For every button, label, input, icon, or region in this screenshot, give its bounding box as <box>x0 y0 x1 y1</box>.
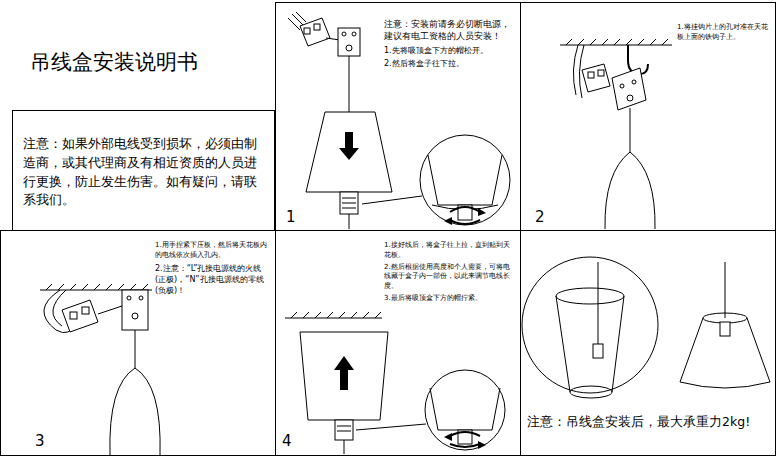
step-panel: 注意：安装前请务必切断电源，建议有电工资格的人员安装！ 1.先将吸顶盒下方的帽松开… <box>275 2 521 231</box>
step-text: 1.先将吸顶盒下方的帽松开。 <box>384 45 514 56</box>
load-warning: 注意：吊线盒安装后，最大承重力2kg! <box>527 413 771 431</box>
finished-figure <box>522 257 770 398</box>
step-panel: 1.将挂钩片上的孔对准在天花板上面的铁钩子上。 2 <box>520 2 776 231</box>
step-text: 2.然后根据使用高度和个人需要，可将电线藏于盒子内一部份，以此来调节电线长度。 <box>384 263 516 292</box>
step2-figure <box>560 39 672 229</box>
step-number: 1 <box>286 207 306 228</box>
sheet-title: 吊线盒安装说明书 <box>30 48 198 76</box>
step-text: 1.将挂钩片上的孔对准在天花板上面的铁钩子上。 <box>677 23 771 43</box>
step-panel: 1.用手捏紧下压板，然后将天花板内的电线依次插入孔内。2.注意：“L”孔接电源线… <box>0 230 276 456</box>
warning-text: 注意：如果外部电线受到损坏，必须由制造商，或其代理商及有相近资质的人员进行更换，… <box>23 135 263 210</box>
step3-figure <box>40 284 160 455</box>
step-note: 2.注意：“L”孔接电源线的火线(正极)，“N”孔接电源线的零线(负极)！ <box>155 263 271 297</box>
step-panel: 1.接好线后，将盒子往上拉，直到贴到天花板。2.然后根据使用高度和个人需要，可将… <box>275 230 521 456</box>
step-number: 3 <box>35 431 55 452</box>
step-text: 1.接好线后，将盒子往上拉，直到贴到天花板。 <box>384 241 516 261</box>
step-text: 1.用手捏紧下压板，然后将天花板内的电线依次插入孔内。 <box>155 241 271 261</box>
step-panel: 注意：吊线盒安装后，最大承重力2kg! <box>520 230 776 456</box>
step-number: 4 <box>282 431 302 452</box>
step-number: 2 <box>535 207 555 228</box>
warning-box: 注意：如果外部电线受到损坏，必须由制造商，或其代理商及有相近资质的人员进行更换，… <box>12 110 275 231</box>
step-text: 2.然后将盒子往下拉。 <box>384 58 514 69</box>
step4-figure <box>285 312 505 454</box>
step-text: 3.最后将吸顶盒下方的帽拧紧。 <box>384 294 516 304</box>
step-note: 注意：安装前请务必切断电源，建议有电工资格的人员安装！ <box>384 19 514 43</box>
step1-figure <box>288 12 510 229</box>
